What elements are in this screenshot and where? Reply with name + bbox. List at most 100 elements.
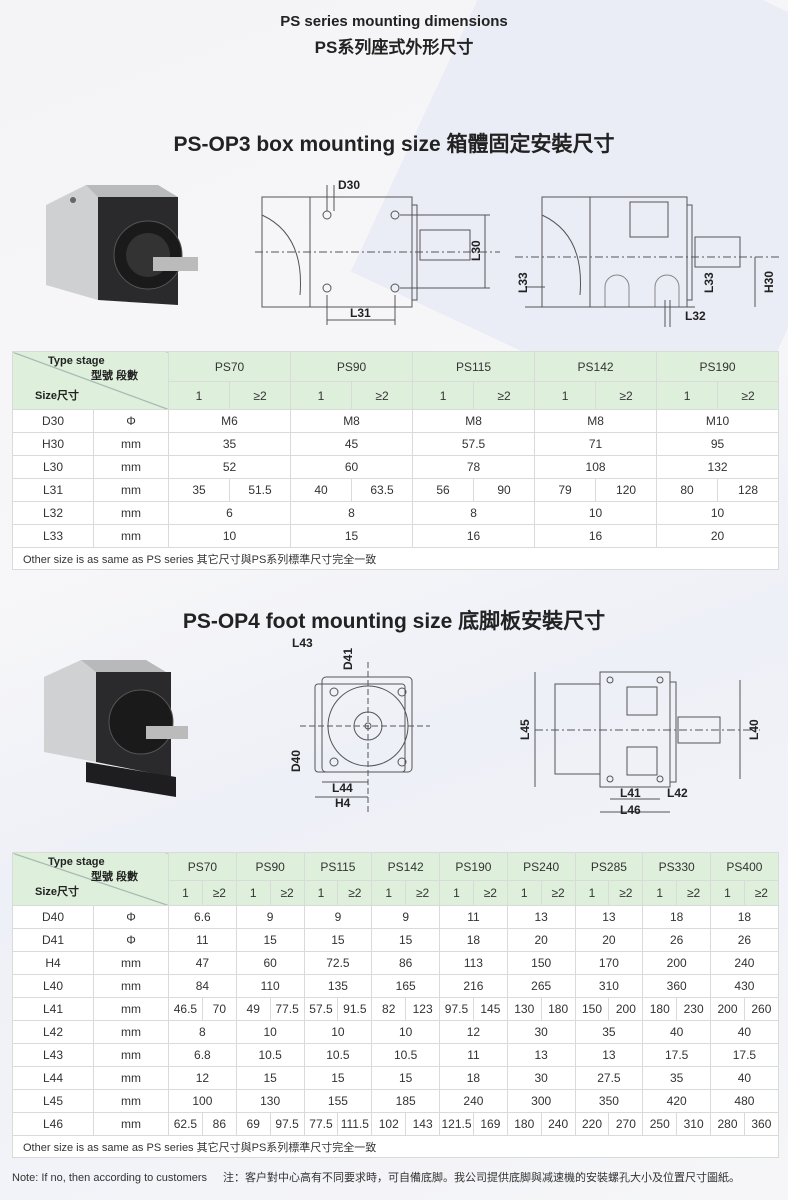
- value-cell: 6.6: [168, 905, 237, 929]
- label-h30: H30: [762, 271, 776, 293]
- stage-header: 1: [439, 880, 474, 906]
- value-cell: 10.5: [371, 1043, 441, 1067]
- value-cell: M8: [534, 409, 658, 433]
- value-cell: 170: [574, 951, 644, 975]
- value-cell: 49: [235, 997, 271, 1021]
- stage-header: 1: [710, 880, 745, 906]
- stage-header: ≥2: [228, 381, 292, 410]
- dimension-unit: mm: [93, 432, 169, 456]
- value-cell: 57.5: [412, 432, 536, 456]
- value-cell: 11: [439, 905, 508, 929]
- stage-header: ≥2: [473, 381, 536, 410]
- op3-product-photo: [46, 185, 198, 305]
- value-cell: 265: [506, 974, 576, 998]
- value-cell: 6: [167, 501, 292, 525]
- value-cell: 18: [710, 905, 779, 929]
- value-cell: 10: [534, 501, 658, 525]
- stage-header: 1: [642, 880, 678, 906]
- value-cell: 9: [235, 905, 305, 929]
- value-cell: 47: [168, 951, 237, 975]
- value-cell: 360: [642, 974, 712, 998]
- value-cell: 26: [642, 928, 712, 952]
- model-header: PS70: [168, 852, 237, 881]
- value-cell: M10: [656, 409, 780, 433]
- stage-header: ≥2: [595, 381, 658, 410]
- value-cell: 11: [439, 1043, 508, 1067]
- value-cell: 111.5: [337, 1112, 373, 1136]
- op4-drawing-side: L45 L40 L41 L42 L46: [518, 671, 761, 817]
- value-cell: 145: [472, 997, 508, 1021]
- dimension-unit: mm: [93, 951, 169, 975]
- value-cell: 16: [412, 524, 536, 548]
- value-cell: 420: [642, 1089, 712, 1113]
- value-cell: 52: [167, 455, 292, 479]
- value-cell: 77.5: [303, 1112, 339, 1136]
- value-cell: 27.5: [574, 1066, 644, 1090]
- value-cell: 13: [574, 905, 644, 929]
- value-cell: 110: [235, 974, 305, 998]
- value-cell: 9: [303, 905, 373, 929]
- label-l44: L44: [332, 781, 353, 795]
- value-cell: 128: [717, 478, 780, 502]
- value-cell: 155: [303, 1089, 373, 1113]
- value-cell: 15: [235, 1066, 305, 1090]
- value-cell: 40: [710, 1066, 779, 1090]
- model-header: PS115: [303, 852, 373, 881]
- stage-header: 1: [235, 880, 271, 906]
- value-cell: 240: [540, 1112, 576, 1136]
- dimension-unit: Φ: [93, 905, 169, 929]
- value-cell: 10: [656, 501, 780, 525]
- table-footer-note: Other size is as same as PS series 其它尺寸與…: [11, 547, 780, 570]
- dimension-name: D41: [12, 928, 94, 952]
- stage-header: 1: [290, 381, 353, 410]
- op3-drawing-side: L33 L33 H30 L32: [515, 196, 780, 327]
- op4-product-photo: [44, 660, 188, 797]
- stage-header: ≥2: [472, 880, 508, 906]
- dimension-name: H30: [12, 432, 94, 456]
- value-cell: 46.5: [168, 997, 203, 1021]
- value-cell: 57.5: [303, 997, 339, 1021]
- value-cell: 16: [534, 524, 658, 548]
- type-stage-label: Type stage: [48, 856, 105, 868]
- value-cell: 69: [235, 1112, 271, 1136]
- value-cell: 12: [439, 1020, 508, 1044]
- footer-row: Other size is as same as PS series 其它尺寸與…: [11, 547, 780, 570]
- dimension-unit: mm: [93, 1089, 169, 1113]
- dimension-unit: mm: [93, 478, 169, 502]
- page-title-cn: PS系列座式外形尺寸: [314, 38, 474, 57]
- value-cell: 84: [168, 974, 237, 998]
- label-l30: L30: [469, 240, 483, 261]
- label-l32: L32: [685, 309, 706, 323]
- value-cell: 8: [290, 501, 414, 525]
- value-cell: 9: [371, 905, 441, 929]
- dimension-unit: mm: [93, 524, 169, 548]
- value-cell: 121.5: [439, 1112, 474, 1136]
- value-cell: 108: [534, 455, 658, 479]
- value-cell: 15: [290, 524, 414, 548]
- value-cell: 169: [472, 1112, 508, 1136]
- value-cell: 63.5: [351, 478, 414, 502]
- value-cell: 143: [405, 1112, 441, 1136]
- model-header: PS70: [167, 351, 292, 382]
- label-l33-right: L33: [702, 272, 716, 293]
- value-cell: 17.5: [710, 1043, 779, 1067]
- model-header: PS400: [710, 852, 779, 881]
- value-cell: 180: [540, 997, 576, 1021]
- stage-header: ≥2: [540, 880, 576, 906]
- footnote: Note: If no, then according to customers…: [12, 1169, 740, 1185]
- value-cell: 79: [534, 478, 597, 502]
- model-header: PS190: [439, 852, 508, 881]
- dimension-unit: mm: [93, 1043, 169, 1067]
- type-stage-cn-label: 型號 段數: [91, 370, 139, 382]
- stage-header: ≥2: [201, 880, 237, 906]
- model-header: PS190: [656, 351, 780, 382]
- stage-header: 1: [534, 381, 597, 410]
- dimension-unit: Φ: [93, 409, 169, 433]
